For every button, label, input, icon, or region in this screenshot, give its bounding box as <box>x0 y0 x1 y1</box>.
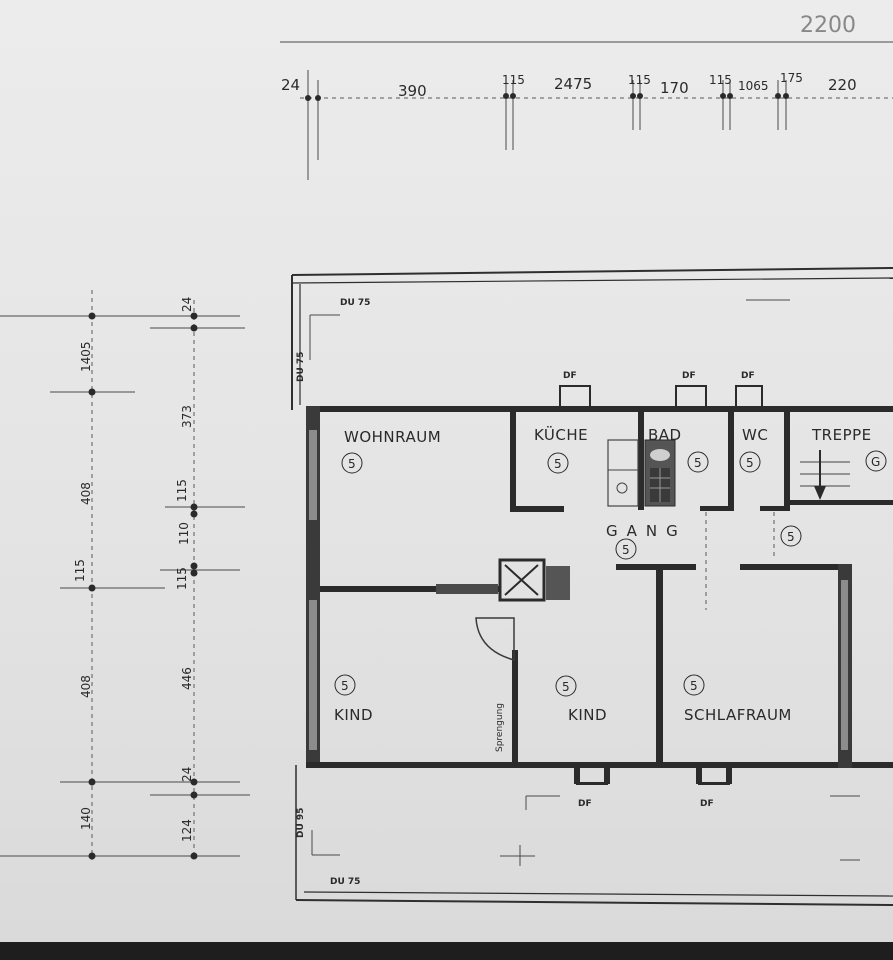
room-label-wohnraum: WOHNRAUM <box>344 428 441 446</box>
df-tag: DF <box>563 371 577 381</box>
df-tag: DF <box>700 799 714 809</box>
room-label-treppe: TREPPE <box>811 426 872 444</box>
top-dim-label: 175 <box>780 71 803 85</box>
left-inner-dim-label: 373 <box>180 405 194 428</box>
sheet-corner-number: 2200 <box>800 13 856 38</box>
room-marker-label: G <box>871 455 880 469</box>
room-marker-label: 5 <box>787 530 795 544</box>
left-inner-dim-label: 446 <box>180 667 194 690</box>
room-marker-label: 5 <box>746 456 754 470</box>
left-inner-dim-label: 110 <box>177 522 191 545</box>
du-annotation: DU 95 <box>296 808 306 838</box>
room-label-gang: GANG <box>606 522 687 540</box>
room-label-kind: KIND <box>334 706 373 724</box>
top-dim-label: 115 <box>628 73 651 87</box>
top-dim-label: 115 <box>502 73 525 87</box>
room-label-bad: BAD <box>648 426 682 444</box>
left-inner-dim-label: 24 <box>180 297 194 312</box>
room-marker-label: 5 <box>554 457 562 471</box>
df-tag: DF <box>578 799 592 809</box>
top-dim-label: 220 <box>828 76 857 94</box>
walls <box>306 406 893 785</box>
top-dim-label: 390 <box>398 82 427 100</box>
left-outer-dim-label: 140 <box>79 807 93 830</box>
top-dimension-chain <box>280 41 893 180</box>
left-dimension-chains <box>0 290 250 860</box>
bath-fixtures <box>644 439 676 507</box>
room-label-kueche: KÜCHE <box>534 425 588 444</box>
top-dim-label: 115 <box>709 73 732 87</box>
room-label-kind: KIND <box>568 706 607 724</box>
room-marker-label: 5 <box>562 680 570 694</box>
left-outer-dim-label: 1405 <box>79 341 93 372</box>
stair-symbol <box>800 450 850 500</box>
kitchen-fixtures <box>607 439 639 507</box>
door-note: Sprengung <box>495 703 505 752</box>
roof-outline <box>291 267 893 906</box>
top-dim-label: 2475 <box>554 75 592 93</box>
room-marker-label: 5 <box>694 456 702 470</box>
left-inner-dim-label: 115 <box>175 479 189 502</box>
room-label-wc: WC <box>742 426 768 444</box>
left-outer-dim-label: 115 <box>73 559 87 582</box>
room-markers <box>334 450 887 697</box>
du-annotation: DU 75 <box>330 877 360 887</box>
left-inner-dim-label: 24 <box>180 767 194 782</box>
du-annotation: DU 75 <box>340 298 370 308</box>
left-inner-dim-label: 115 <box>175 567 189 590</box>
roof-windows <box>559 385 763 409</box>
room-marker-label: 5 <box>622 543 630 557</box>
top-dim-label: 24 <box>281 76 300 94</box>
photo-bottom-shadow <box>0 942 893 960</box>
top-dim-label: 170 <box>660 79 689 97</box>
room-marker-label: 5 <box>348 457 356 471</box>
room-label-schlafraum: SCHLAFRAUM <box>684 706 792 724</box>
room-marker-label: 5 <box>690 679 698 693</box>
left-outer-dim-label: 408 <box>79 675 93 698</box>
df-tag: DF <box>741 371 755 381</box>
df-tag: DF <box>682 371 696 381</box>
du-annotation: DU 75 <box>296 352 306 382</box>
left-outer-dim-label: 408 <box>79 482 93 505</box>
left-inner-dim-label: 124 <box>180 819 194 842</box>
top-dim-label: 1065 <box>738 79 769 93</box>
room-marker-label: 5 <box>341 679 349 693</box>
